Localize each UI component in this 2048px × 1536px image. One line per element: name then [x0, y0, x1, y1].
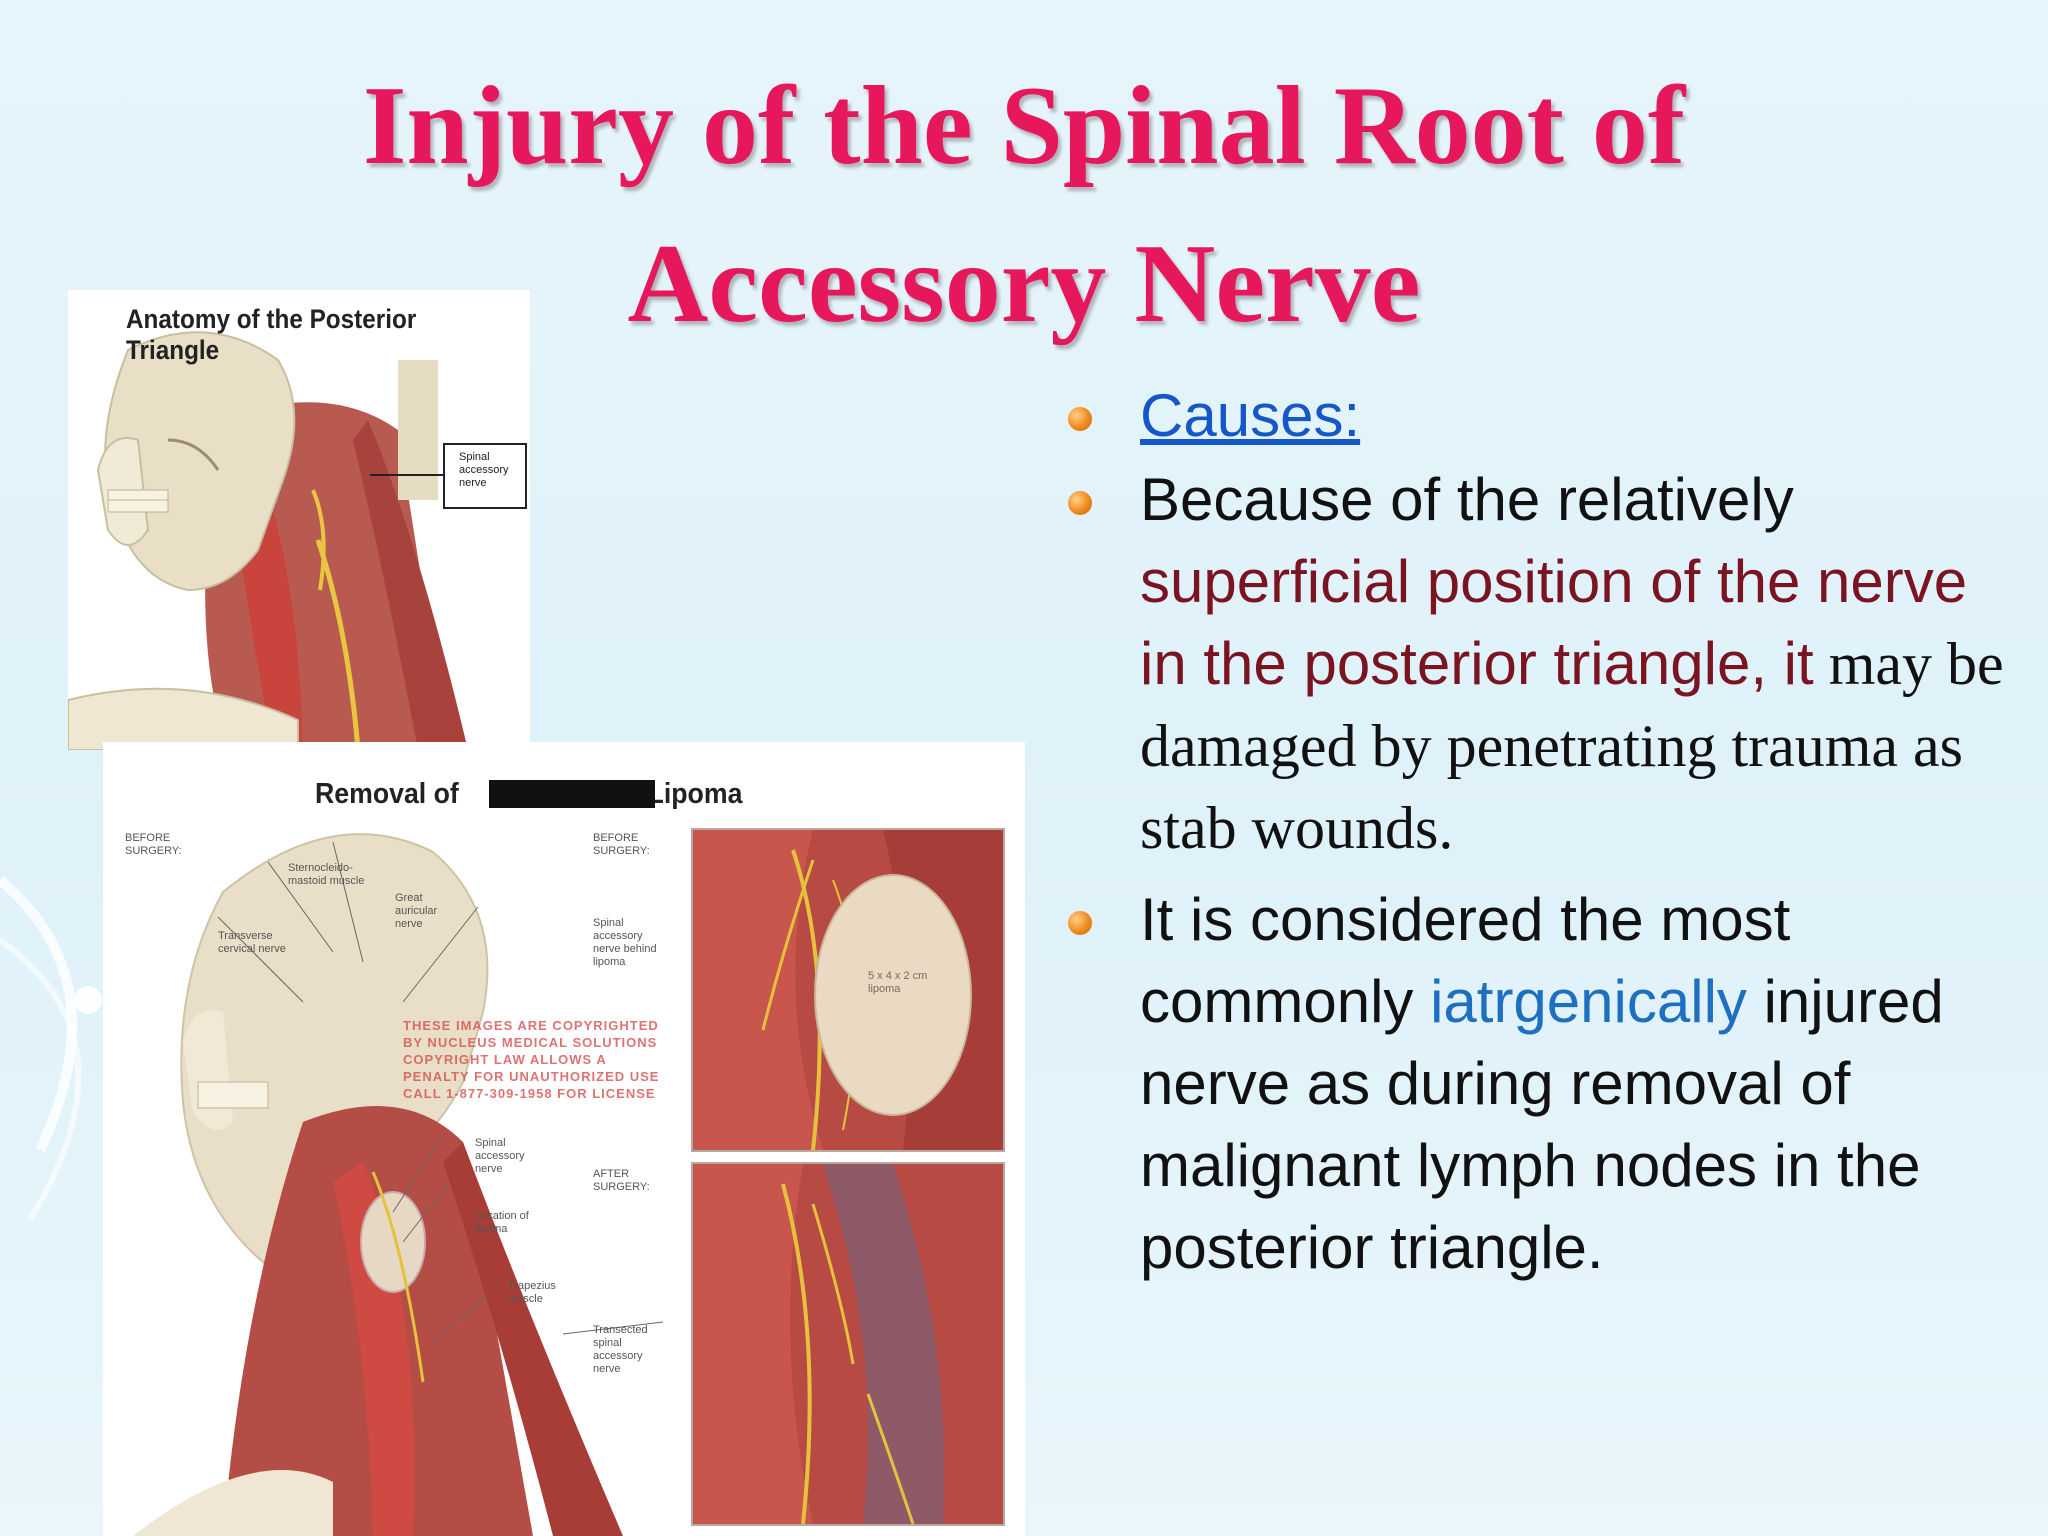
label-great-auricular: Great auricular nerve [395, 892, 438, 930]
bullet-causes: Causes: [1060, 375, 2020, 457]
after-surgery-right: AFTER SURGERY: [593, 1168, 650, 1193]
bullet3-text-c: injured nerve as during removal of malig… [1140, 968, 1944, 1281]
copyright-watermark: THESE IMAGES ARE COPYRIGHTED BY NUCLEUS … [403, 1017, 703, 1102]
bullet3-text-b: iatrgenically [1430, 968, 1747, 1035]
label-spinal: Spinal accessory nerve [475, 1137, 525, 1175]
bullet2-text-a: Because of the relatively [1140, 466, 1794, 533]
watermark-line: COPYRIGHT LAW ALLOWS A [403, 1052, 607, 1067]
bullet2-text-b: superficial position of the nerve in the… [1140, 548, 1968, 697]
watermark-line: BY NUCLEUS MEDICAL SOLUTIONS [403, 1035, 658, 1050]
label-transected: Transected spinal accessory nerve [593, 1324, 648, 1375]
bullet-iatrogenic: It is considered the most commonly iatrg… [1060, 879, 2020, 1289]
slide-title-line1: Injury of the Spinal Root of [362, 64, 1686, 188]
slide-title-line2: Accessory Nerve [627, 222, 1421, 346]
watermark-line: THESE IMAGES ARE COPYRIGHTED [403, 1018, 659, 1033]
bullet-dot-icon [1068, 491, 1092, 515]
bullet-dot-icon [1068, 911, 1092, 935]
bullet-list: Causes: Because of the relatively superf… [1060, 375, 2020, 1289]
before-surgery-left: BEFORE SURGERY: [125, 832, 182, 857]
bullet-dot-icon [1068, 407, 1092, 431]
spinal-accessory-label: Spinal accessory nerve [443, 443, 527, 509]
bullet-superficial: Because of the relatively superficial po… [1060, 459, 2020, 869]
anatomy-figure: Anatomy of the Posterior Triangle Spinal… [68, 290, 530, 750]
redaction-bar [489, 780, 655, 808]
label-scm: Sternocleido-mastoid muscle [288, 862, 365, 887]
after-surgery-panel [691, 1162, 1005, 1526]
decorative-swirl [0, 876, 102, 1222]
label-location: Location of lipoma [475, 1210, 529, 1235]
bullet3-text-a: It is considered the most commonly [1140, 886, 1791, 1035]
label-spinal-behind: Spinal accessory nerve behind lipoma [593, 917, 657, 968]
after-surgery-illustration [693, 1164, 1003, 1524]
causes-link[interactable]: Causes: [1140, 382, 1361, 449]
before-surgery-illustration [693, 830, 1003, 1150]
anatomy-illustration [68, 331, 468, 750]
watermark-line: PENALTY FOR UNAUTHORIZED USE [403, 1069, 660, 1084]
lipoma-figure: Removal of 's Lipoma BEFORE SURGERY: BEF… [103, 742, 1025, 1536]
label-transverse-cervical: Transverse cervical nerve [218, 930, 286, 955]
label-trapezius: Trapezius muscle [508, 1280, 556, 1305]
bullet2-text-c: may be damaged by penetrating trauma as … [1140, 631, 2004, 861]
anatomy-caption: Anatomy of the Posterior Triangle [126, 304, 417, 365]
lipoma-size-label: 5 x 4 x 2 cm lipoma [868, 970, 928, 995]
before-surgery-right: BEFORE SURGERY: [593, 832, 650, 857]
before-surgery-panel: 5 x 4 x 2 cm lipoma [691, 828, 1005, 1152]
caption-prefix: Removal of [315, 778, 467, 810]
lipoma-illustration [133, 833, 664, 1536]
watermark-line: CALL 1-877-309-1958 FOR LICENSE [403, 1086, 656, 1101]
